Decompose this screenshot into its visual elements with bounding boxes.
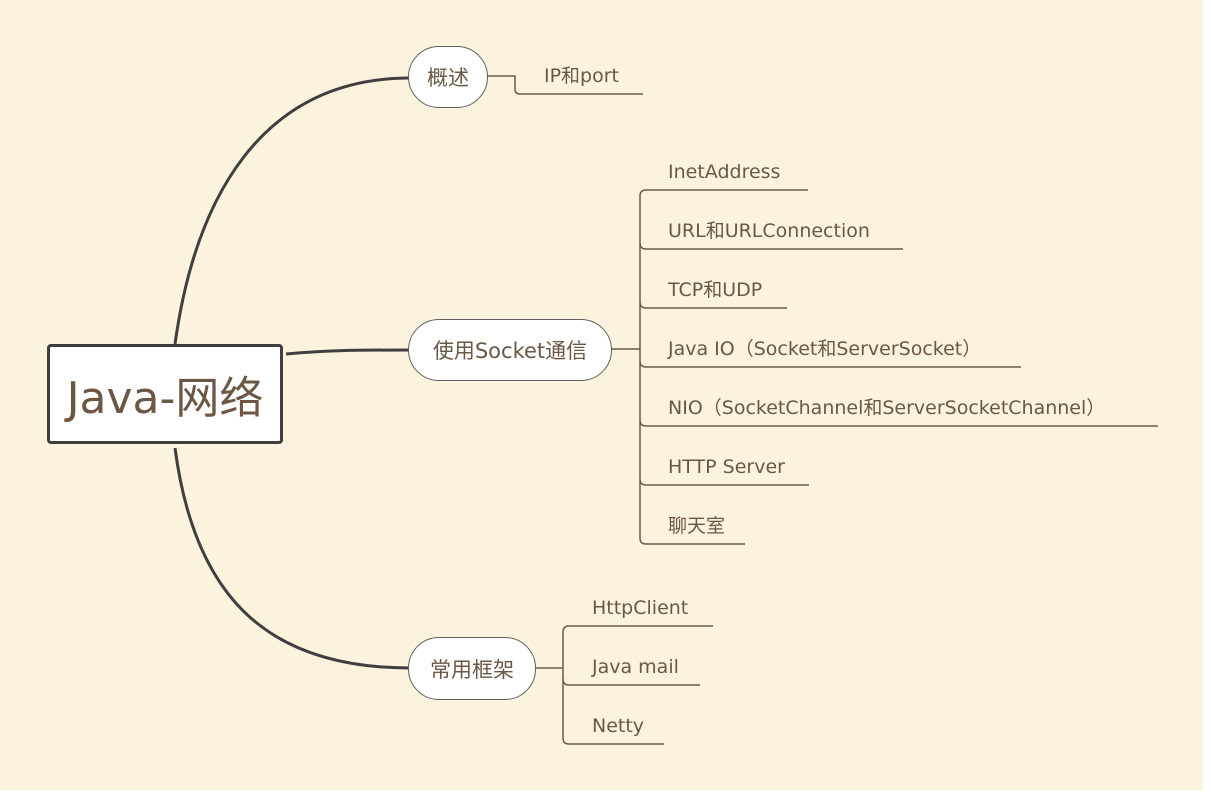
branch-overview[interactable]: 概述 — [408, 46, 488, 108]
leaf-inetaddress[interactable]: InetAddress — [668, 161, 781, 183]
leaf-httpclient[interactable]: HttpClient — [592, 597, 689, 619]
link-overview-ipport — [487, 75, 643, 95]
leaf-java-io[interactable]: Java IO（Socket和ServerSocket） — [668, 338, 982, 360]
leaf-http-server[interactable]: HTTP Server — [668, 456, 785, 478]
underline-url — [639, 242, 903, 250]
branch-frameworks[interactable]: 常用框架 — [408, 637, 536, 700]
leaf-nio[interactable]: NIO（SocketChannel和ServerSocketChannel） — [668, 397, 1106, 419]
underline-httpserver — [639, 478, 809, 486]
underline-javamail — [562, 678, 700, 686]
underline-nio — [639, 419, 1158, 427]
branch-socket[interactable]: 使用Socket通信 — [408, 319, 612, 381]
leaf-ip-port[interactable]: IP和port — [544, 65, 620, 87]
leaf-tcp-udp[interactable]: TCP和UDP — [668, 279, 763, 301]
leaf-chat-room[interactable]: 聊天室 — [668, 515, 726, 537]
leaf-netty[interactable]: Netty — [592, 715, 645, 737]
link-root-overview — [173, 76, 411, 345]
underline-tcp — [639, 301, 787, 309]
link-frameworks-trunk — [535, 625, 570, 745]
root-topic[interactable]: Java-网络 — [47, 344, 283, 444]
leaf-url-urlconnection[interactable]: URL和URLConnection — [668, 220, 870, 242]
link-root-frameworks — [173, 447, 411, 670]
underline-javaio — [639, 360, 1021, 368]
link-socket-trunk — [611, 189, 647, 545]
link-root-socket — [285, 348, 411, 356]
leaf-java-mail[interactable]: Java mail — [592, 656, 679, 678]
